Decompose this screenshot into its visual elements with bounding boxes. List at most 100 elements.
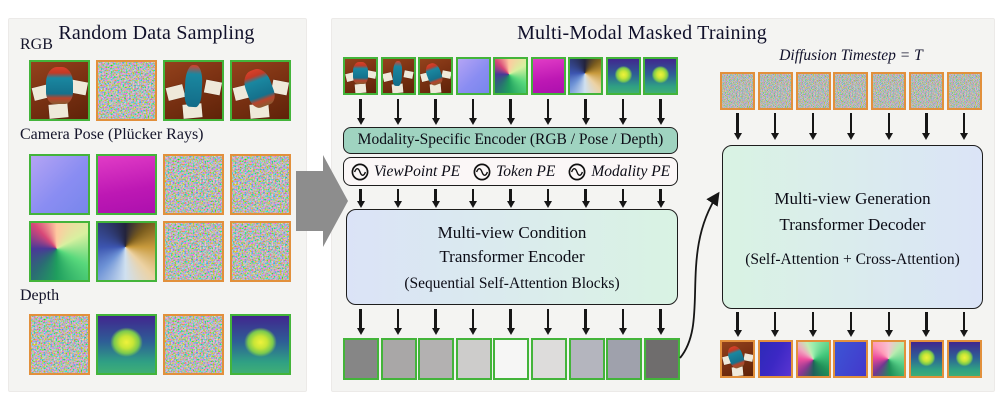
noise-image: [232, 223, 289, 280]
tile-noise: [908, 72, 944, 110]
down-arrow-icon: [343, 99, 378, 125]
down-arrow-icon: [456, 189, 491, 208]
condition-encoder-line1: Multi-view Condition: [437, 223, 587, 242]
down-arrow-icon: [531, 99, 566, 125]
sine-wave-icon: [351, 163, 369, 180]
tile-latent: [418, 338, 455, 380]
down-arrow-icon: [643, 99, 678, 125]
down-arrow-icon: [606, 189, 641, 208]
sine-wave-icon: [568, 163, 586, 180]
tile-pose-linear-blue: [455, 57, 491, 95]
decoder-line1: Multi-view Generation: [774, 188, 931, 208]
noise-image: [98, 62, 155, 119]
modality-encoder-box: Modality-Specific Encoder (RGB / Pose / …: [343, 127, 678, 154]
tile-noise: [757, 72, 793, 110]
tile-latent: [643, 338, 680, 380]
down-arrow-icon: [909, 113, 944, 140]
pose-image-row-2: [29, 221, 291, 282]
tile-latent: [493, 338, 530, 380]
input-token-row: [343, 57, 678, 95]
noise-image: [31, 316, 88, 373]
tile-rgb-top: [720, 340, 755, 378]
tile-noise: [163, 221, 224, 282]
tile-pose-linear-magenta: [530, 57, 566, 95]
down-arrow-icon: [418, 189, 453, 208]
tile-out-linear-blue1: [757, 340, 793, 378]
modality-pe-label: Modality PE: [591, 162, 671, 180]
tile-rgb-front: [343, 57, 378, 95]
right-arrow-icon: [296, 155, 348, 247]
tile-latent: [568, 338, 605, 380]
tile-rgb-top: [418, 57, 453, 95]
tile-noise: [96, 60, 157, 121]
noise-image: [232, 156, 289, 213]
noise-image: [165, 156, 222, 213]
tile-latent: [380, 338, 417, 380]
viewpoint-pe-label: ViewPoint PE: [373, 162, 461, 180]
tile-noise: [163, 314, 224, 375]
noise-image: [873, 74, 905, 108]
down-arrow-icon: [568, 189, 603, 208]
tile-noise: [230, 154, 291, 215]
down-arrow-icon: [796, 312, 831, 337]
tile-noise: [720, 72, 755, 110]
decoder-line2: Transformer Decoder: [779, 214, 926, 234]
down-arrow-icon: [606, 99, 641, 125]
sine-wave-icon: [473, 163, 491, 180]
arrow-row-noise-to-decoder: [720, 113, 982, 140]
noise-image: [835, 74, 867, 108]
tile-depth: [946, 340, 982, 378]
down-arrow-icon: [720, 113, 755, 140]
tile-latent: [530, 338, 567, 380]
positional-encoding-box: ViewPoint PE Token PE Modality PE: [343, 157, 678, 186]
viewpoint-pe-group: ViewPoint PE: [351, 163, 460, 181]
down-arrow-icon: [493, 99, 528, 125]
tile-depth: [230, 314, 291, 375]
down-arrow-icon: [643, 309, 678, 335]
tile-noise: [230, 221, 291, 282]
noise-image: [910, 74, 942, 108]
tile-rgb-side: [380, 57, 416, 95]
tile-rgb-top: [230, 60, 291, 121]
condition-encoder-line3: (Sequential Self-Attention Blocks): [404, 275, 620, 292]
tile-pose-linear-blue: [29, 154, 90, 215]
tile-pose-conic-bluegold: [96, 221, 157, 282]
tile-depth: [643, 57, 678, 95]
tile-pose-conic-bluegold: [568, 57, 603, 95]
down-arrow-icon: [796, 113, 831, 140]
arrow-row-condition-encoder-to-latents: [343, 309, 678, 335]
tile-latent: [343, 338, 379, 380]
tile-depth: [908, 340, 944, 378]
down-arrow-icon: [418, 99, 453, 125]
down-arrow-icon: [493, 309, 528, 335]
down-arrow-icon: [381, 309, 416, 335]
tile-pose-conic-rainbow: [493, 57, 528, 95]
noise-image: [797, 74, 829, 108]
down-arrow-icon: [381, 189, 416, 208]
tile-noise: [871, 72, 907, 110]
token-pe-group: Token PE: [473, 163, 555, 181]
down-arrow-icon: [456, 309, 491, 335]
down-arrow-icon: [531, 309, 566, 335]
down-arrow-icon: [343, 189, 378, 208]
condition-encoder-line2: Transformer Encoder: [439, 247, 585, 266]
curved-arrow-icon: [679, 191, 720, 359]
noise-token-row: [720, 72, 982, 110]
tile-noise: [163, 154, 224, 215]
down-arrow-icon: [947, 312, 982, 337]
down-arrow-icon: [720, 312, 755, 337]
tile-depth: [605, 57, 641, 95]
down-arrow-icon: [456, 99, 491, 125]
arrow-row-decoder-to-outputs: [720, 312, 982, 337]
down-arrow-icon: [947, 113, 982, 140]
tile-pose-conic-rainbow: [29, 221, 90, 282]
down-arrow-icon: [343, 309, 378, 335]
generation-decoder-box: Multi-view Generation Transformer Decode…: [722, 145, 983, 309]
noise-image: [165, 316, 222, 373]
down-arrow-icon: [606, 309, 641, 335]
condition-encoder-box: Multi-view Condition Transformer Encoder…: [346, 209, 678, 305]
output-token-row: [720, 340, 982, 378]
training-panel-title: Multi-Modal Masked Training: [517, 22, 767, 44]
depth-image-row: [29, 314, 291, 375]
